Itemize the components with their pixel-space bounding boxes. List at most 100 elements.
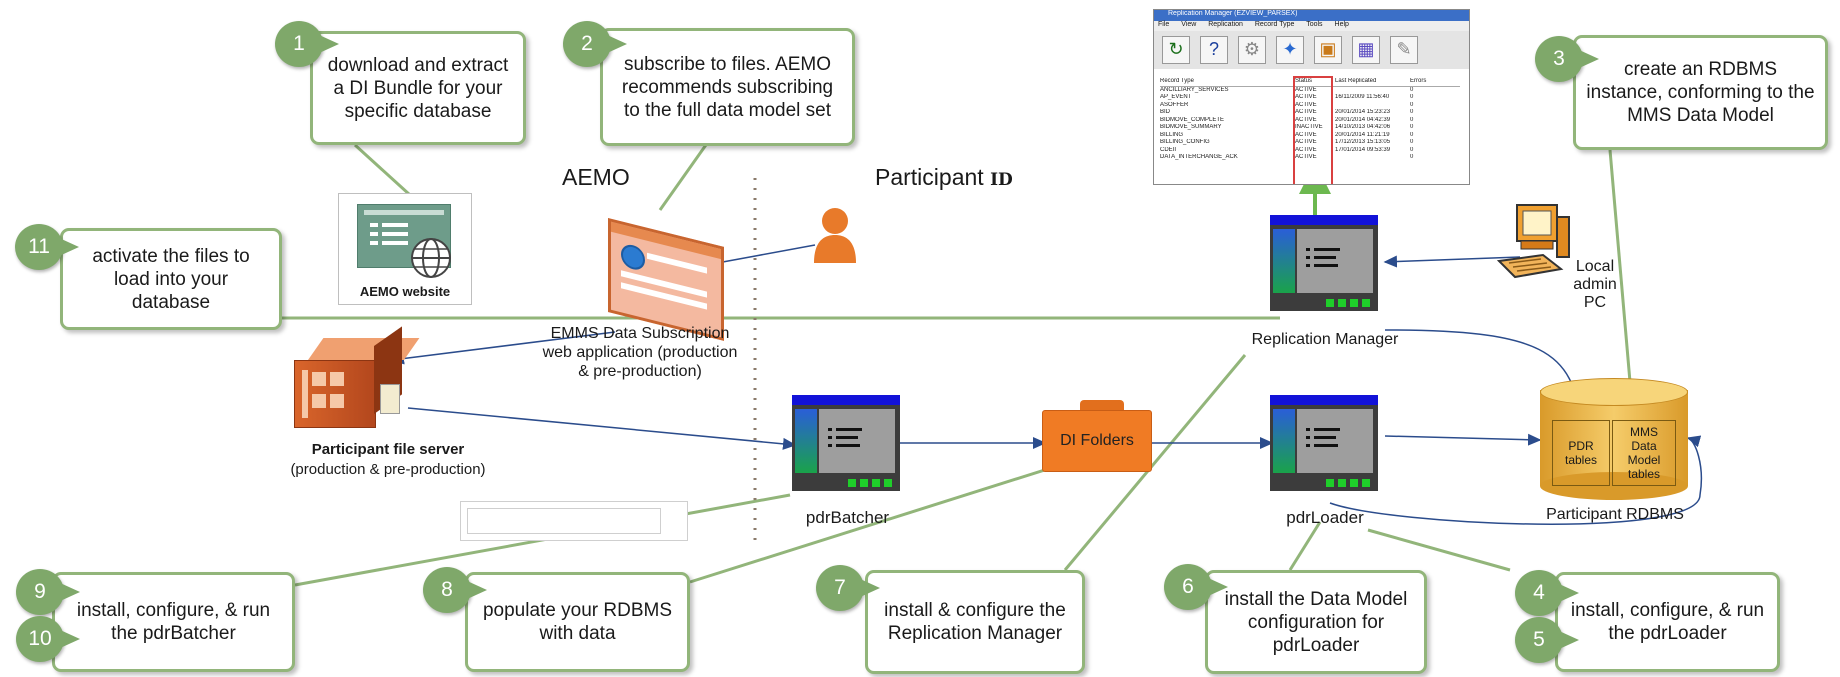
step-badge-4: 4 bbox=[1515, 570, 1579, 616]
rm-menu-view[interactable]: View bbox=[1181, 21, 1197, 28]
callout-text: install, configure, & run the pdrLoader bbox=[1570, 600, 1765, 644]
network-icon[interactable]: ⚙ bbox=[1238, 36, 1266, 64]
pdr-tables-box: PDR tables bbox=[1552, 420, 1610, 486]
table-cell: 14/10/2013 04:42:06 bbox=[1335, 124, 1391, 130]
status-column-highlight bbox=[1293, 76, 1333, 184]
emms-web-app-label: EMMS Data Subscription web application (… bbox=[542, 325, 738, 380]
table-cell: ASOFFER bbox=[1160, 101, 1189, 108]
pdrloader-window-icon bbox=[1270, 395, 1378, 491]
server-icon[interactable]: ▦ bbox=[1352, 36, 1380, 64]
callout-text: populate your RDBMS with data bbox=[482, 600, 673, 644]
step-badge-6: 6 bbox=[1164, 564, 1228, 610]
callout-text: install, configure, & run the pdrBatcher bbox=[76, 600, 271, 644]
table-cell: 0 bbox=[1410, 124, 1414, 130]
table-cell bbox=[1335, 87, 1410, 95]
table-cell: 0 bbox=[1410, 146, 1414, 153]
table-cell: 17/01/2014 09:53:39 bbox=[1335, 146, 1391, 153]
import-icon[interactable]: ▣ bbox=[1314, 36, 1342, 64]
di-folders-label: DI Folders bbox=[1060, 432, 1134, 449]
file-server-subtitle: (production & pre-production) bbox=[290, 461, 486, 478]
table-cell: BIDMOVE_SUMMARY bbox=[1160, 124, 1222, 130]
table-cell: 17/12/2013 15:13:05 bbox=[1335, 139, 1391, 145]
rm-menu-bar: File View Replication Record Type Tools … bbox=[1154, 21, 1469, 31]
callout-replication-manager: install & configure the Replication Mana… bbox=[865, 570, 1085, 674]
table-cell: ACTIVE bbox=[1295, 116, 1317, 123]
step-badge-10: 10 bbox=[16, 616, 80, 662]
table-cell: ACTIVE bbox=[1295, 131, 1317, 138]
blank-text-box bbox=[460, 501, 688, 541]
participant-rdbms-database: PDR tables MMS Data Model tables bbox=[1540, 378, 1688, 500]
help-icon[interactable]: ? bbox=[1200, 36, 1228, 64]
pdrbatcher-window-icon bbox=[792, 395, 900, 491]
table-cell bbox=[1335, 102, 1410, 110]
rm-window-title: Replication Manager (EZVIEW_PARSEX) bbox=[1154, 10, 1469, 21]
rm-menu-help[interactable]: Help bbox=[1334, 21, 1349, 28]
rm-menu-record-type[interactable]: Record Type bbox=[1254, 21, 1295, 28]
replication-manager-label: Replication Manager bbox=[1251, 331, 1399, 348]
callout-pdrbatcher: install, configure, & run the pdrBatcher bbox=[52, 572, 295, 672]
table-cell: 0 bbox=[1410, 109, 1414, 115]
callout-data-model-config: install the Data Model configuration for… bbox=[1205, 570, 1427, 674]
mms-tables-box: MMS Data Model tables bbox=[1612, 420, 1676, 486]
table-cell: 16/11/2009 11:56:40 bbox=[1335, 94, 1390, 100]
zone-label-aemo: AEMO bbox=[562, 164, 630, 190]
step-badge-8: 8 bbox=[423, 567, 487, 613]
participant-rdbms-label: Participant RDBMS bbox=[1546, 506, 1684, 523]
aemo-website-node: AEMO website bbox=[338, 193, 472, 305]
table-cell: DATA_INTERCHANGE_ACK bbox=[1160, 154, 1238, 160]
rm-menu-replication[interactable]: Replication bbox=[1208, 21, 1243, 28]
callout-text: activate the files to load into your dat… bbox=[92, 245, 250, 313]
pdrloader-label: pdrLoader bbox=[1286, 508, 1364, 527]
rm-menu-file[interactable]: File bbox=[1158, 21, 1170, 28]
aemo-website-label: AEMO website bbox=[359, 284, 451, 299]
rm-record-table: Record Type Status Last Replicated Error… bbox=[1160, 78, 1460, 162]
globe-icon bbox=[411, 238, 451, 278]
zone-label-participant: Participant ID bbox=[875, 164, 1013, 190]
callout-download-di-bundle: download and extract a DI Bundle for you… bbox=[310, 31, 526, 145]
file-server-title: Participant file server bbox=[311, 441, 465, 458]
table-cell: ACTIVE bbox=[1295, 139, 1317, 145]
table-cell: 0 bbox=[1410, 94, 1414, 100]
rm-menu-tools[interactable]: Tools bbox=[1306, 21, 1323, 28]
file-server-icon bbox=[288, 326, 420, 430]
callout-text: subscribe to files. AEMO recommends subs… bbox=[621, 53, 834, 121]
step-badge-2: 2 bbox=[563, 21, 627, 67]
table-cell: 0 bbox=[1410, 154, 1414, 160]
table-cell: ACTIVE bbox=[1295, 146, 1317, 153]
table-cell: ACTIVE bbox=[1295, 94, 1317, 100]
callout-create-rdbms: create an RDBMS instance, conforming to … bbox=[1573, 35, 1828, 150]
rm-table-header: Record Type Status Last Replicated Error… bbox=[1160, 78, 1460, 87]
table-cell: 20/01/2014 11:21:19 bbox=[1335, 131, 1390, 138]
table-row[interactable]: DATA_INTERCHANGE_ACK ACTIVE 0 bbox=[1160, 154, 1460, 162]
table-cell: ACTIVE bbox=[1295, 109, 1317, 115]
table-cell: BILLING bbox=[1160, 131, 1184, 138]
callout-text: download and extract a DI Bundle for you… bbox=[327, 54, 509, 122]
table-cell: 0 bbox=[1410, 116, 1414, 123]
table-cell: ANCILLIARY_SERVICES bbox=[1160, 86, 1229, 93]
table-cell: BILLING_CONFIG bbox=[1160, 139, 1210, 145]
step-badge-5: 5 bbox=[1515, 617, 1579, 663]
step-badge-11: 11 bbox=[15, 224, 79, 270]
person-icon bbox=[814, 208, 856, 263]
pdrbatcher-label: pdrBatcher bbox=[805, 508, 890, 527]
table-cell: 20/01/2014 15:23:23 bbox=[1335, 109, 1391, 115]
callout-activate-files: activate the files to load into your dat… bbox=[60, 228, 282, 330]
replicate-icon[interactable]: ✦ bbox=[1276, 36, 1304, 64]
rm-toolbar: ↻ ? ⚙ ✦ ▣ ▦ ✎ bbox=[1154, 31, 1469, 69]
replication-manager-window-icon bbox=[1270, 215, 1378, 311]
table-cell: ACTIVE bbox=[1295, 86, 1317, 93]
table-cell: ACTIVE bbox=[1295, 154, 1317, 160]
edit-icon[interactable]: ✎ bbox=[1390, 36, 1418, 64]
refresh-icon[interactable]: ↻ bbox=[1162, 36, 1190, 64]
table-cell bbox=[1335, 154, 1410, 162]
step-badge-7: 7 bbox=[816, 565, 880, 611]
